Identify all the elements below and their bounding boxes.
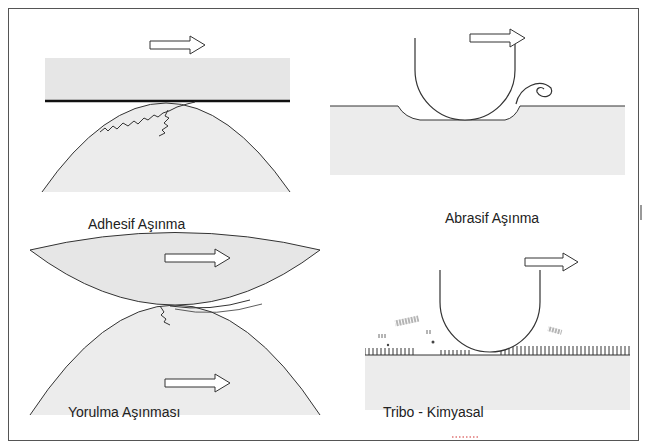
caption-label: Yorulma Aşınması — [68, 404, 180, 421]
abrasive-figure — [330, 29, 625, 175]
caption-label: Tribo - Kimyasal — [383, 404, 484, 421]
edge-mark — [640, 205, 642, 220]
frame — [9, 9, 639, 441]
caption-label: Adhesif Aşınma — [88, 216, 185, 233]
adhesive-figure — [42, 36, 290, 192]
caption-label: Abrasif Aşınma — [445, 210, 539, 227]
fatigue-figure — [30, 233, 320, 416]
tribochemical-figure — [365, 253, 630, 437]
spell-mark — [452, 437, 478, 438]
